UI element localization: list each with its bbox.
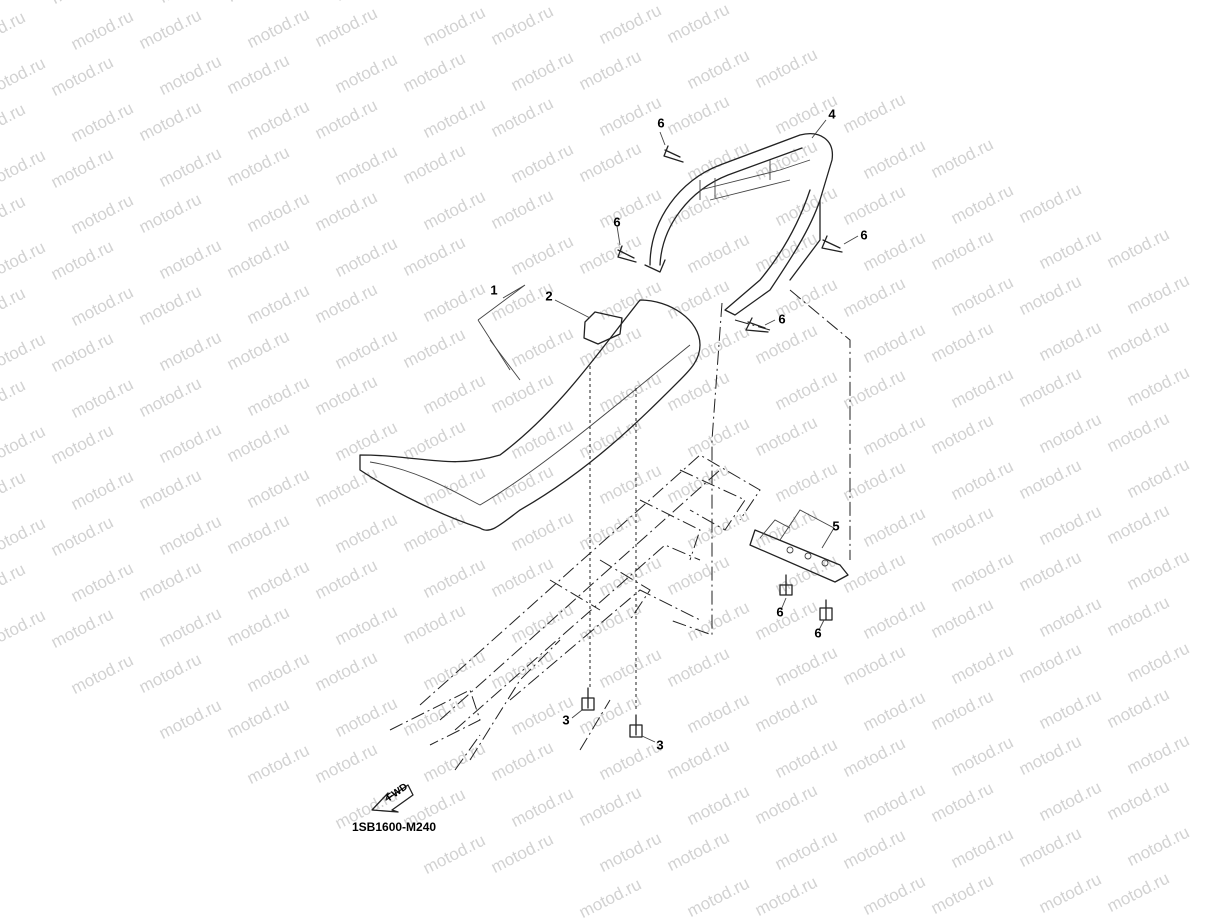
frame-outline — [389, 454, 761, 771]
callout-6-top: 6 — [657, 115, 665, 131]
callout-2: 2 — [545, 288, 553, 304]
drawing-code: 1SB1600-M240 — [352, 820, 437, 834]
callout-4: 4 — [828, 106, 836, 122]
callout-6-bracket-left: 6 — [776, 604, 784, 620]
fwd-arrow — [371, 784, 414, 813]
alignment-lines — [589, 289, 851, 712]
bracket-drawing — [749, 519, 849, 583]
callout-3-left: 3 — [562, 712, 570, 728]
callout-3-right: 3 — [656, 737, 664, 753]
callout-6-left: 6 — [613, 214, 621, 230]
seat-drawing — [359, 299, 701, 531]
callout-6-bracket-right: 6 — [814, 625, 822, 641]
carrier-drawing — [644, 133, 833, 316]
leader-lines — [477, 119, 859, 743]
callout-6-right: 6 — [860, 227, 868, 243]
callout-1: 1 — [490, 282, 498, 298]
bolt-drawings — [581, 145, 843, 738]
callout-5: 5 — [832, 518, 840, 534]
callout-6-middle: 6 — [778, 311, 786, 327]
